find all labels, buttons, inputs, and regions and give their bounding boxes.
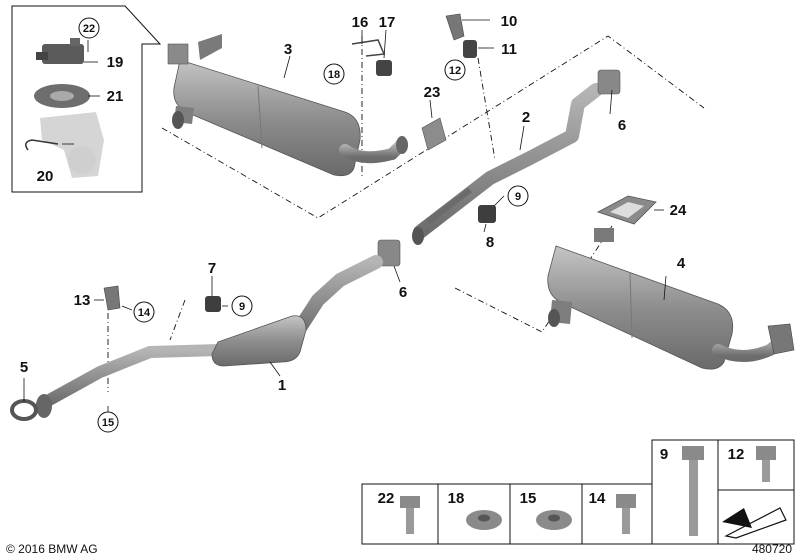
callout-17: 17 — [379, 14, 396, 31]
callout-19: 19 — [107, 54, 124, 71]
svg-text:15: 15 — [102, 417, 114, 429]
svg-text:18: 18 — [448, 490, 465, 507]
callout-21: 21 — [107, 88, 124, 105]
callout-18-circle: 18 — [323, 63, 345, 85]
circled-callouts: 9 9 12 14 15 18 22 — [78, 17, 529, 433]
callout-8: 8 — [486, 234, 494, 251]
clip-part — [25, 139, 59, 151]
pipe-clamp-middle — [377, 239, 401, 267]
panel-cell-14: 14 — [589, 490, 636, 534]
svg-text:18: 18 — [328, 69, 340, 81]
svg-text:14: 14 — [589, 490, 606, 507]
fasteners-panel: 22 18 15 14 9 12 — [361, 439, 795, 545]
callout-2: 2 — [522, 109, 530, 126]
gasket-ring — [10, 399, 38, 421]
callout-12-circle: 12 — [444, 59, 466, 81]
panel-cell-9: 9 — [660, 446, 704, 536]
callout-24: 24 — [670, 202, 687, 219]
callout-5: 5 — [20, 359, 28, 376]
panel-cell-15: 15 — [520, 490, 572, 530]
callout-16: 16 — [352, 14, 369, 31]
tailpipe-trim — [596, 195, 657, 225]
callout-3: 3 — [284, 41, 292, 58]
callout-9-circle-front: 9 — [231, 295, 253, 317]
callout-numbers: 1 2 3 4 5 6 6 7 8 10 11 13 16 17 19 20 2… — [20, 13, 687, 394]
hanger-parts-top — [351, 39, 392, 76]
callout-11: 11 — [501, 41, 517, 58]
callout-6-middle: 6 — [399, 284, 407, 301]
callout-9-circle-top: 9 — [507, 185, 529, 207]
hanger-parts-right — [445, 13, 477, 58]
callout-1: 1 — [278, 377, 286, 394]
front-pipe-with-catalyst — [36, 255, 383, 418]
svg-text:9: 9 — [660, 446, 668, 463]
callout-23: 23 — [424, 84, 441, 101]
callout-20: 20 — [37, 168, 54, 185]
svg-text:22: 22 — [83, 23, 95, 35]
callout-6-top: 6 — [618, 117, 626, 134]
diagram-id: 480720 — [751, 542, 792, 556]
direction-arrow-icon — [722, 507, 787, 539]
svg-text:12: 12 — [449, 65, 461, 77]
rear-muffler-right — [547, 228, 795, 370]
rear-muffler-left — [167, 34, 408, 177]
svg-text:9: 9 — [239, 301, 245, 313]
inset-box — [11, 5, 162, 193]
callout-15-circle: 15 — [97, 411, 119, 433]
callout-22-circle: 22 — [78, 17, 100, 39]
callout-13: 13 — [74, 292, 91, 309]
svg-text:9: 9 — [515, 191, 521, 203]
callout-14-circle: 14 — [133, 301, 155, 323]
bracket-part-faded — [40, 112, 104, 178]
callout-4: 4 — [677, 255, 686, 272]
sensor-part — [36, 38, 84, 64]
rubber-mount — [478, 205, 496, 223]
hanger-parts-front — [103, 285, 221, 312]
mounting-plate-part — [34, 84, 90, 108]
callout-7: 7 — [208, 260, 216, 277]
sleeve-clamp — [421, 117, 447, 151]
copyright-text: © 2016 BMW AG — [6, 542, 98, 556]
svg-text:14: 14 — [138, 307, 151, 319]
svg-text:22: 22 — [378, 490, 395, 507]
svg-text:15: 15 — [520, 490, 537, 507]
panel-cell-18: 18 — [448, 490, 502, 530]
leader-lines — [23, 19, 667, 420]
svg-text:12: 12 — [728, 446, 745, 463]
callout-10: 10 — [501, 13, 518, 30]
intermediate-pipe — [412, 83, 603, 245]
panel-cell-22: 22 — [378, 490, 420, 534]
panel-cell-12: 12 — [728, 446, 776, 482]
pipe-clamp-top — [597, 69, 621, 95]
